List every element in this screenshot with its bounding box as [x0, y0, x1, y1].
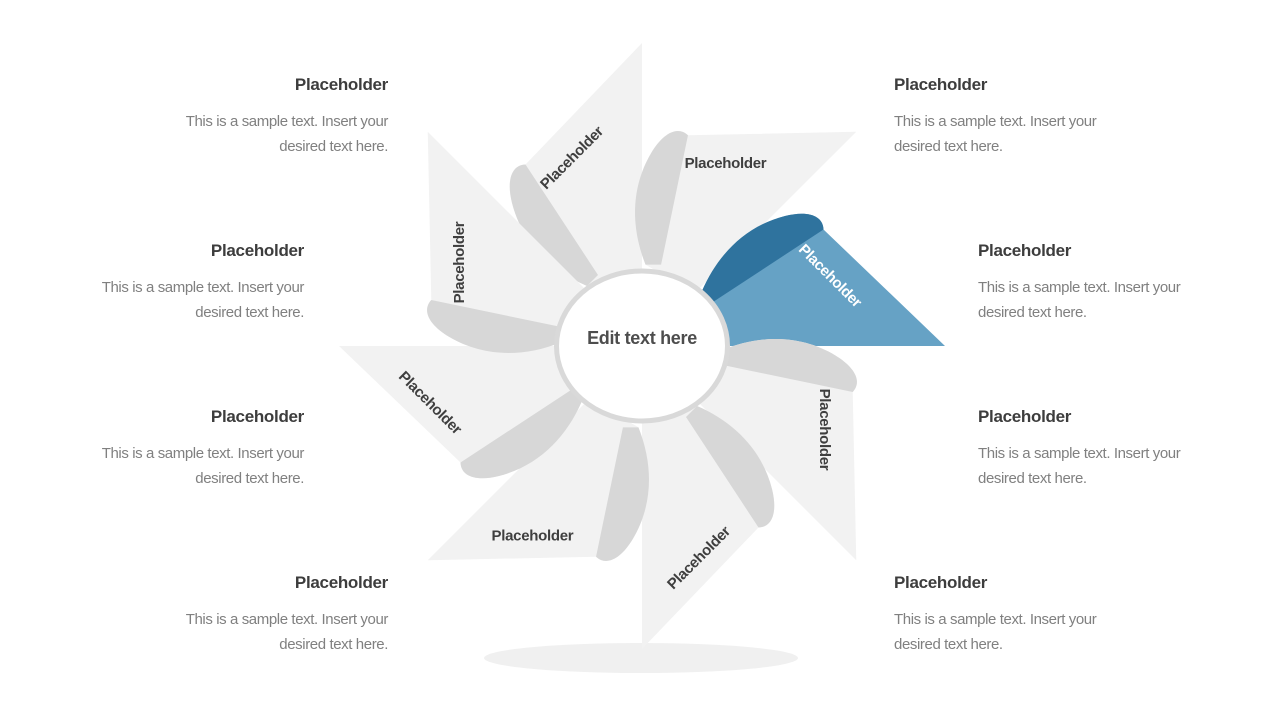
body-line: This is a sample text. Insert your — [894, 113, 1097, 130]
petal-band — [460, 390, 582, 479]
text-block-title: Placeholder — [210, 407, 304, 426]
diagram-shadow — [484, 643, 798, 673]
text-block-left-2[interactable]: Placeholder This is a sample text. Inser… — [4, 240, 305, 325]
text-block-right-4[interactable]: Placeholder This is a sample text. Inser… — [894, 572, 1194, 657]
body-line: desired text here. — [279, 635, 388, 653]
body-line: desired text here. — [195, 469, 304, 487]
text-block-title: Placeholder — [894, 75, 988, 94]
petal-west[interactable] — [339, 346, 582, 479]
text-block-body: This is a sample text. Insert your desir… — [894, 110, 1194, 159]
petal-south[interactable] — [642, 406, 775, 649]
body-line: desired text here. — [279, 137, 388, 155]
text-block-left-3[interactable]: Placeholder This is a sample text. Inser… — [4, 406, 305, 491]
body-line: desired text here. — [978, 469, 1087, 487]
petal-band — [509, 164, 598, 286]
petal-east-highlighted[interactable] — [702, 213, 945, 346]
center-text-placeholder[interactable]: Edit text here — [587, 328, 697, 348]
text-block-title: Placeholder — [210, 241, 304, 260]
text-block-right-3[interactable]: Placeholder This is a sample text. Inser… — [978, 406, 1278, 491]
body-line: This is a sample text. Insert your — [101, 279, 305, 296]
petal-north[interactable] — [509, 43, 642, 286]
text-block-title: Placeholder — [894, 573, 988, 592]
petal-band — [702, 213, 824, 302]
body-line: desired text here. — [978, 303, 1087, 321]
petal-label-northeast[interactable]: Placeholder — [685, 155, 767, 172]
body-line: This is a sample text. Insert your — [185, 113, 389, 130]
text-block-body: This is a sample text. Insert your desir… — [88, 110, 389, 159]
text-block-left-1[interactable]: Placeholder This is a sample text. Inser… — [88, 74, 389, 159]
petal-label-northwest[interactable]: Placeholder — [451, 221, 468, 303]
petal-band — [596, 427, 649, 561]
body-line: This is a sample text. Insert your — [894, 611, 1097, 628]
petal-southeast[interactable] — [684, 295, 949, 561]
text-block-right-2[interactable]: Placeholder This is a sample text. Inser… — [978, 240, 1278, 325]
text-block-body: This is a sample text. Insert your desir… — [894, 608, 1194, 657]
petal-body — [635, 131, 857, 294]
text-block-title: Placeholder — [294, 75, 388, 94]
petal-northwest[interactable] — [334, 131, 599, 397]
body-line: This is a sample text. Insert your — [101, 445, 305, 462]
petal-body — [427, 398, 649, 561]
body-line: desired text here. — [894, 635, 1003, 653]
petal-southwest[interactable] — [427, 388, 693, 653]
petal-band — [427, 300, 561, 353]
text-block-title: Placeholder — [978, 407, 1072, 426]
petal-label-southwest[interactable]: Placeholder — [492, 528, 574, 545]
text-block-body: This is a sample text. Insert your desir… — [978, 276, 1278, 325]
center-circle[interactable] — [554, 268, 730, 424]
text-block-left-4[interactable]: Placeholder This is a sample text. Inser… — [88, 572, 389, 657]
petal-band — [635, 131, 688, 265]
body-line: This is a sample text. Insert your — [978, 445, 1181, 462]
petal-label-southeast[interactable]: Placeholder — [816, 389, 833, 471]
body-line: desired text here. — [894, 137, 1003, 155]
petal-body — [694, 339, 857, 561]
text-block-body: This is a sample text. Insert your desir… — [4, 276, 305, 325]
body-line: This is a sample text. Insert your — [978, 279, 1181, 296]
text-block-right-1[interactable]: Placeholder This is a sample text. Inser… — [894, 74, 1194, 159]
text-block-body: This is a sample text. Insert your desir… — [4, 442, 305, 491]
text-block-body: This is a sample text. Insert your desir… — [978, 442, 1278, 491]
petal-band — [686, 406, 775, 528]
text-block-title: Placeholder — [294, 573, 388, 592]
petal-body — [427, 131, 590, 353]
text-block-title: Placeholder — [978, 241, 1072, 260]
petal-northeast[interactable] — [591, 38, 857, 303]
petal-band — [723, 339, 857, 392]
text-block-body: This is a sample text. Insert your desir… — [88, 608, 389, 657]
body-line: desired text here. — [195, 303, 304, 321]
body-line: This is a sample text. Insert your — [185, 611, 389, 628]
